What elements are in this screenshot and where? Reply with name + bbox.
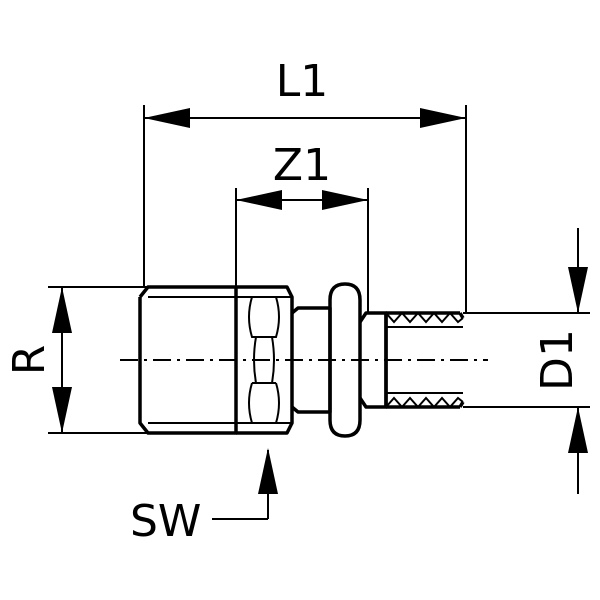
label-l1: L1 xyxy=(276,56,329,107)
arrowhead xyxy=(236,190,282,210)
arrowhead xyxy=(52,387,72,433)
label-sw: SW xyxy=(130,496,201,547)
arrowhead xyxy=(420,108,466,128)
arrowhead xyxy=(568,267,588,313)
label-d1: D1 xyxy=(532,329,583,391)
dimension-sw: SW xyxy=(130,448,278,547)
arrowhead xyxy=(568,407,588,453)
fitting-body xyxy=(120,282,488,438)
label-r: R xyxy=(4,345,55,376)
arrowhead xyxy=(322,190,368,210)
label-z1: Z1 xyxy=(273,140,331,191)
dimension-l1: L1 xyxy=(143,56,467,313)
dimension-r: R xyxy=(4,286,148,434)
dimension-z1: Z1 xyxy=(235,140,369,313)
arrowhead xyxy=(52,287,72,333)
arrowhead xyxy=(258,448,278,494)
dimension-d1: D1 xyxy=(463,228,590,494)
arrowhead xyxy=(144,108,190,128)
collar-flange xyxy=(328,282,362,438)
